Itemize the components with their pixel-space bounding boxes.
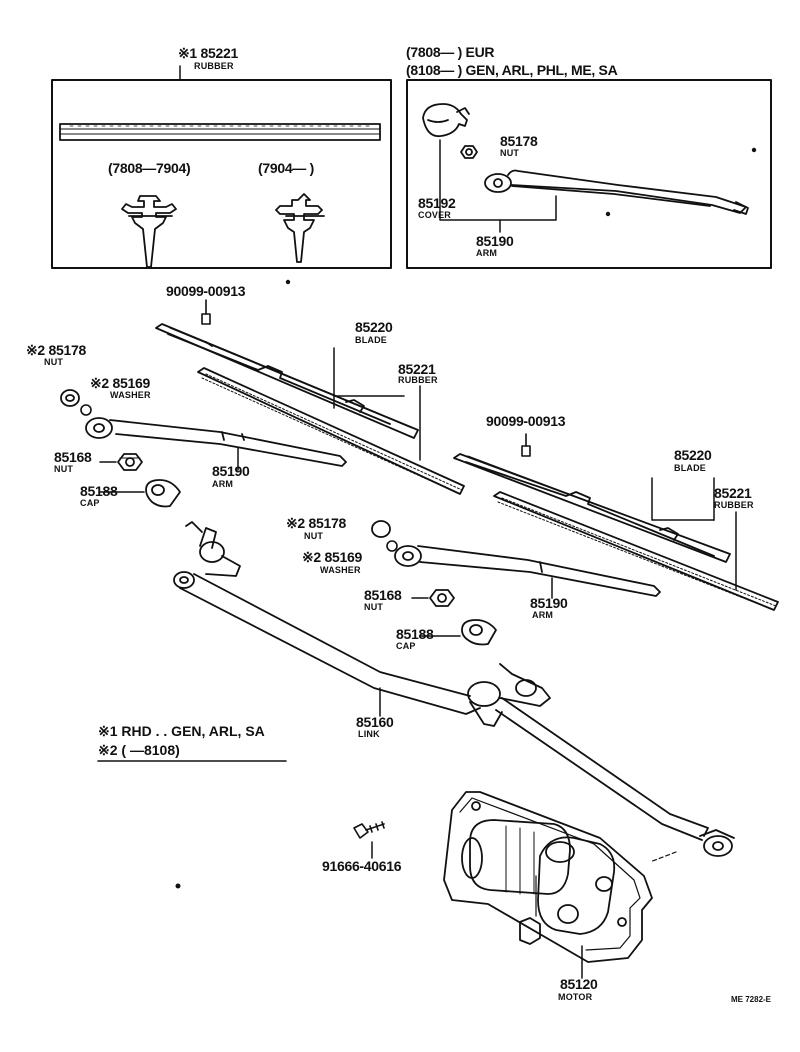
box-nut-name: NUT (500, 148, 520, 158)
link-part-number: 85160 (356, 714, 394, 730)
washer2-name: WASHER (320, 565, 361, 575)
blade1-part-number: 85220 (355, 319, 393, 335)
box-arm-part-number: 85190 (476, 233, 514, 249)
nut2-name: NUT (54, 464, 74, 474)
cap1-part-number: 85188 (80, 483, 118, 499)
link-drawing (173, 521, 735, 857)
note-2: ※2 ( —8108) (98, 742, 180, 758)
arm1-part-number: 85190 (212, 463, 250, 479)
washer1-part-number: ※2 85169 (90, 375, 150, 391)
rubber-variant-part-number: ※1 85221 (178, 45, 238, 61)
nut1-drawing (60, 389, 80, 407)
cap1-drawing (145, 479, 181, 508)
arm2-part-number: 85190 (530, 595, 568, 611)
arm2-drawing (394, 545, 661, 597)
arm-range-gen: (8108— ) GEN, ARL, PHL, ME, SA (406, 62, 618, 78)
cover-name: COVER (418, 210, 452, 220)
blade1-name: BLADE (355, 335, 387, 345)
rubber1-drawing (197, 367, 465, 495)
rubber-range-a: (7808—7904) (108, 160, 191, 176)
nut4-part-number: 85168 (364, 587, 402, 603)
blade2-part-number: 85220 (674, 447, 712, 463)
nut-drawing (460, 145, 478, 159)
nut2-part-number: 85168 (54, 449, 92, 465)
arm1-name: ARM (212, 479, 234, 489)
box-arm-name: ARM (476, 248, 498, 258)
bolt2-part-number: 90099-00913 (486, 413, 566, 429)
arm-range-eur: (7808— ) EUR (406, 44, 495, 60)
bolt3-drawing (353, 821, 385, 839)
arm-drawing (484, 169, 749, 215)
nut3-drawing (371, 520, 391, 538)
rubber2-drawing (493, 491, 779, 611)
note-1: ※1 RHD . . GEN, ARL, SA (98, 723, 265, 739)
nut1-part-number: ※2 85178 (26, 342, 86, 358)
nut1-name: NUT (44, 357, 64, 367)
cap2-name: CAP (396, 641, 416, 651)
blade1-drawing (155, 323, 419, 439)
figure-code: ME 7282-E (731, 995, 772, 1004)
cover-part-number: 85192 (418, 195, 456, 211)
washer2-drawing (386, 540, 398, 552)
rubber2-part-number: 85221 (714, 485, 752, 501)
nut2-drawing (117, 453, 143, 471)
rubber-section-a-drawing (121, 195, 177, 268)
cover-drawing (422, 103, 470, 138)
bolt1-drawing (201, 299, 211, 325)
motor-drawing (443, 791, 653, 963)
washer2-part-number: ※2 85169 (302, 549, 362, 565)
rubber-variant-name: RUBBER (194, 61, 234, 71)
cap2-drawing (461, 619, 497, 646)
arm1-drawing (85, 417, 347, 467)
bolt3-part-number: 91666-40616 (322, 858, 402, 874)
box-nut-part-number: 85178 (500, 133, 538, 149)
washer1-drawing (80, 404, 92, 416)
cap1-name: CAP (80, 498, 100, 508)
nut3-part-number: ※2 85178 (286, 515, 346, 531)
link-name: LINK (358, 729, 380, 739)
arm2-name: ARM (532, 610, 554, 620)
rubber-section-b-drawing (275, 193, 325, 263)
bolt2-drawing (521, 433, 531, 457)
motor-name: MOTOR (558, 992, 593, 1002)
nut4-drawing (429, 589, 455, 607)
arm-variant-box (406, 79, 772, 269)
rubber2-name: RUBBER (714, 500, 754, 510)
blade2-drawing (453, 453, 731, 563)
rubber1-part-number: 85221 (398, 361, 436, 377)
rubber1-name: RUBBER (398, 375, 438, 385)
nut3-name: NUT (304, 531, 324, 541)
rubber-variant-box (51, 79, 392, 269)
bolt1-part-number: 90099-00913 (166, 283, 246, 299)
nut4-name: NUT (364, 602, 384, 612)
motor-part-number: 85120 (560, 976, 598, 992)
cap2-part-number: 85188 (396, 626, 434, 642)
washer1-name: WASHER (110, 390, 151, 400)
rubber-strip-drawing (59, 123, 381, 141)
rubber-range-b: (7904— ) (258, 160, 314, 176)
blade2-name: BLADE (674, 463, 706, 473)
